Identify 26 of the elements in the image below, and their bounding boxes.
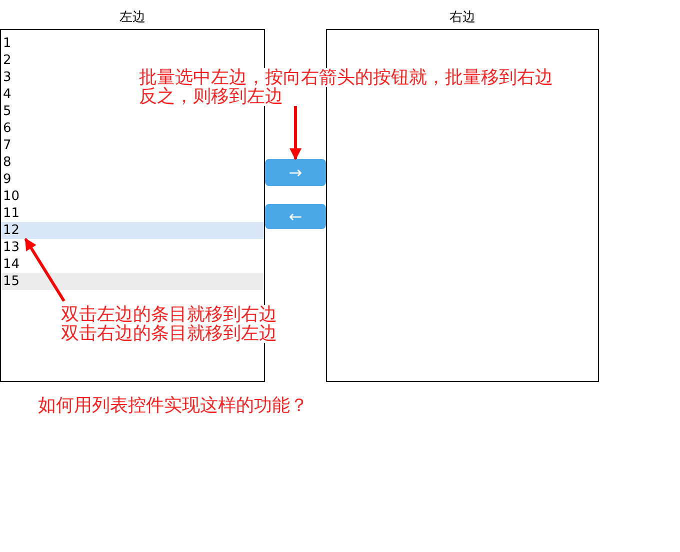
arrow	[24, 238, 66, 302]
question-text: 如何用列表控件实现这样的功能？	[38, 396, 308, 415]
list-item: 2	[1, 52, 12, 69]
list-item: 13	[1, 239, 20, 256]
list-item: 3	[1, 69, 12, 86]
annotation-text: 批量选中左边，按向右箭头的按钮就，批量移到右边	[139, 68, 553, 87]
list-item: 8	[1, 154, 12, 171]
list-item: 7	[1, 137, 12, 154]
list-item: 9	[1, 171, 12, 188]
list-heading: 左边	[118, 9, 146, 27]
annotation-text: 反之，则移到左边	[139, 87, 283, 106]
list-item: 10	[1, 188, 20, 205]
list-item: 15	[1, 273, 20, 290]
list-heading: 右边	[448, 9, 476, 27]
list-item: 1	[1, 35, 12, 52]
list-item: 6	[1, 120, 12, 137]
list-item: 12	[1, 222, 20, 239]
list-item: 4	[1, 86, 12, 103]
move-left-button: ←	[265, 204, 326, 229]
list-item: 14	[1, 256, 20, 273]
annotation-text: 双击左边的条目就移到右边	[61, 305, 277, 324]
arrow	[290, 106, 302, 160]
list-item: 11	[1, 205, 20, 222]
move-right-button: →	[265, 159, 326, 186]
list-item: 5	[1, 103, 12, 120]
annotation-text: 双击右边的条目就移到左边	[61, 324, 277, 343]
